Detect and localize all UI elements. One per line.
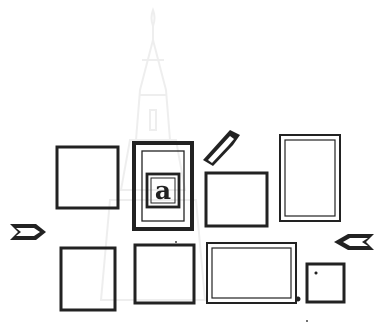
arrow-pointing-left-icon: [334, 234, 374, 250]
box-top-middle-right: [206, 173, 267, 226]
box-top-right-tall: [280, 135, 340, 221]
arrow-pointing-down-left-icon: [203, 130, 240, 166]
ink-speck: [306, 320, 308, 322]
box-bottom-wide: [207, 243, 301, 303]
arrow-pointing-right-icon: [10, 224, 46, 240]
box-bottom-small: [307, 264, 344, 302]
letter-a-label: a: [155, 176, 171, 205]
box-top-left: [57, 147, 118, 208]
box-bottom-middle: [135, 245, 194, 303]
ink-speck: [175, 241, 177, 243]
